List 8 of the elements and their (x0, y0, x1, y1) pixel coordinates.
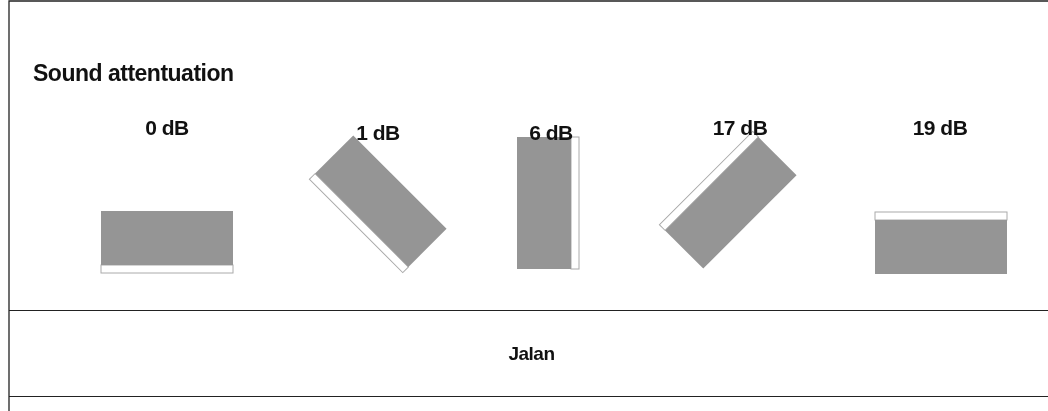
attenuation-value: 6 dB (529, 121, 573, 145)
road-band (9, 310, 1048, 397)
attenuation-value: 19 dB (912, 116, 968, 140)
diagram-title: Sound attentuation (33, 60, 234, 87)
attenuation-value: 0 dB (145, 116, 189, 140)
attenuation-value: 1 dB (356, 121, 400, 145)
attenuation-value: 17 dB (712, 116, 768, 140)
road-label: Jalan (508, 342, 555, 365)
